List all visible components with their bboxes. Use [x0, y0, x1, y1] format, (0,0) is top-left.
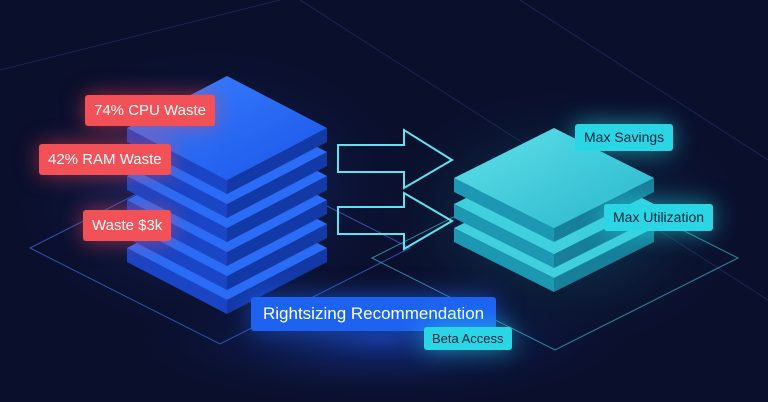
overprovisioned-server-stack — [127, 76, 327, 314]
right-arrow-icon — [337, 128, 454, 190]
feature-title: Rightsizing Recommendation — [251, 297, 497, 331]
cpu-waste-label: 74% CPU Waste — [85, 95, 215, 126]
cost-waste-label: Waste $3k — [83, 210, 172, 241]
right-arrow-icon — [337, 191, 454, 251]
ram-waste-label: 42% RAM Waste — [39, 144, 171, 175]
max-utilization-label: Max Utilization — [604, 204, 714, 231]
server-slab — [454, 128, 654, 242]
beta-access-badge: Beta Access — [424, 327, 512, 350]
max-savings-label: Max Savings — [575, 124, 674, 151]
